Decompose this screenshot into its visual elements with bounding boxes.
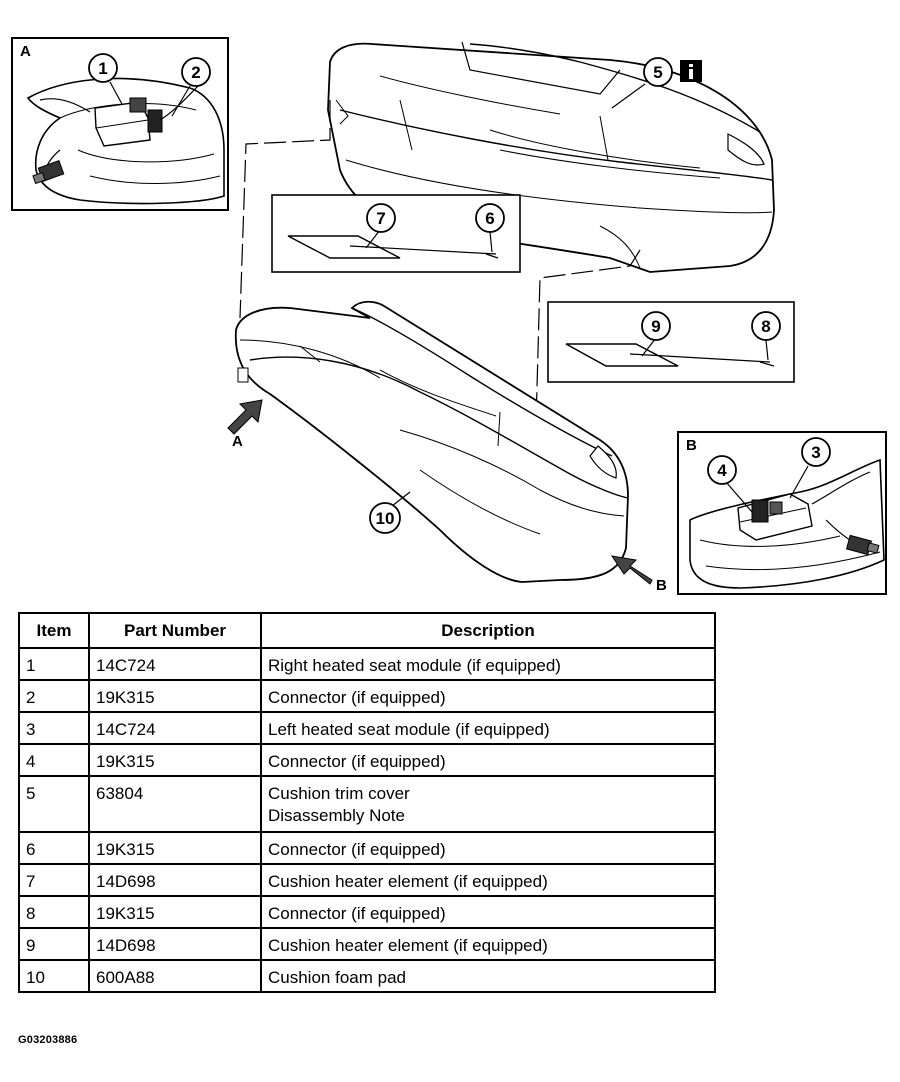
cell-part-number: 600A88 bbox=[88, 959, 262, 993]
description-line: Cushion heater element (if equipped) bbox=[268, 872, 548, 891]
callout-1: 1 bbox=[88, 53, 123, 105]
cell-part-number: 14D698 bbox=[88, 927, 262, 961]
callout-3: 3 bbox=[789, 437, 831, 499]
inset-view-b: B 4 3 bbox=[677, 431, 887, 595]
cell-description: Left heated seat module (if equipped) bbox=[260, 711, 716, 745]
cell-item: 9 bbox=[18, 927, 90, 961]
heated-seat-module-left-drawing bbox=[737, 493, 813, 541]
callout-6: 6 bbox=[475, 203, 505, 253]
cell-item: 6 bbox=[18, 831, 90, 865]
description-line: Connector (if equipped) bbox=[268, 752, 446, 771]
cell-description: Connector (if equipped) bbox=[260, 895, 716, 929]
cell-part-number: 19K315 bbox=[88, 743, 262, 777]
view-arrow-b: B bbox=[610, 555, 667, 594]
cushion-foam-pad-drawing bbox=[234, 300, 629, 583]
svg-text:5: 5 bbox=[653, 63, 662, 82]
description-line: Right heated seat module (if equipped) bbox=[268, 656, 561, 675]
detail-box-heater-element-7: 7 6 bbox=[271, 194, 521, 273]
svg-text:8: 8 bbox=[761, 317, 770, 336]
description-line: Left heated seat module (if equipped) bbox=[268, 720, 550, 739]
column-header-item: Item bbox=[18, 612, 90, 649]
svg-text:7: 7 bbox=[376, 209, 385, 228]
description-line: Cushion trim cover bbox=[268, 784, 410, 803]
svg-text:1: 1 bbox=[98, 59, 107, 78]
cell-item: 1 bbox=[18, 647, 90, 681]
cell-description: Connector (if equipped) bbox=[260, 831, 716, 865]
svg-text:10: 10 bbox=[376, 509, 395, 528]
seat-cushion-exploded-diagram: A 1 2 bbox=[11, 37, 887, 595]
connector-plug-drawing-b bbox=[845, 534, 880, 556]
cell-item: 3 bbox=[18, 711, 90, 745]
column-header-part-number: Part Number bbox=[88, 612, 262, 649]
svg-text:6: 6 bbox=[485, 209, 494, 228]
cell-item: 2 bbox=[18, 679, 90, 713]
svg-text:3: 3 bbox=[811, 443, 820, 462]
cell-part-number: 14C724 bbox=[88, 647, 262, 681]
inset-view-a: A 1 2 bbox=[11, 37, 229, 211]
cell-description: Cushion foam pad bbox=[260, 959, 716, 993]
cell-description: Cushion heater element (if equipped) bbox=[260, 927, 716, 961]
cell-item: 10 bbox=[18, 959, 90, 993]
svg-text:A: A bbox=[232, 433, 243, 450]
cell-part-number: 63804 bbox=[88, 775, 262, 833]
column-header-description: Description bbox=[260, 612, 716, 649]
description-line: Connector (if equipped) bbox=[268, 904, 446, 923]
description-line: Connector (if equipped) bbox=[268, 688, 446, 707]
cell-item: 4 bbox=[18, 743, 90, 777]
description-line: Cushion heater element (if equipped) bbox=[268, 936, 548, 955]
description-line: Cushion foam pad bbox=[268, 968, 406, 987]
description-line: Connector (if equipped) bbox=[268, 840, 446, 859]
svg-text:9: 9 bbox=[651, 317, 660, 336]
callout-5: 5 bbox=[611, 57, 673, 109]
connector-plug-drawing-a bbox=[32, 160, 65, 185]
table-header-row: Item Part Number Description bbox=[18, 612, 716, 649]
cell-item: 5 bbox=[18, 775, 90, 833]
description-line: Disassembly Note bbox=[268, 806, 405, 825]
inset-a-label: A bbox=[20, 43, 31, 60]
callout-2: 2 bbox=[171, 57, 211, 117]
callout-8: 8 bbox=[751, 311, 781, 361]
callout-10: 10 bbox=[369, 491, 411, 534]
cell-part-number: 14D698 bbox=[88, 863, 262, 897]
cell-description: Connector (if equipped) bbox=[260, 743, 716, 777]
cell-item: 7 bbox=[18, 863, 90, 897]
callout-9: 9 bbox=[641, 311, 671, 357]
svg-text:B: B bbox=[656, 577, 667, 594]
cell-part-number: 19K315 bbox=[88, 679, 262, 713]
svg-text:2: 2 bbox=[191, 63, 200, 82]
heated-seat-module-right-drawing bbox=[94, 97, 163, 147]
detail-box-heater-element-9: 9 8 bbox=[547, 301, 795, 383]
svg-text:4: 4 bbox=[717, 461, 727, 480]
inset-b-label: B bbox=[686, 437, 697, 454]
callout-4: 4 bbox=[707, 455, 753, 513]
cell-part-number: 19K315 bbox=[88, 831, 262, 865]
cell-part-number: 19K315 bbox=[88, 895, 262, 929]
view-arrow-a: A bbox=[227, 399, 263, 450]
cell-part-number: 14C724 bbox=[88, 711, 262, 745]
cell-description: Connector (if equipped) bbox=[260, 679, 716, 713]
cell-description: Cushion heater element (if equipped) bbox=[260, 863, 716, 897]
info-icon[interactable] bbox=[680, 60, 702, 82]
cell-item: 8 bbox=[18, 895, 90, 929]
callout-7: 7 bbox=[365, 203, 396, 249]
figure-id: G03203886 bbox=[18, 1034, 78, 1046]
cell-description: Right heated seat module (if equipped) bbox=[260, 647, 716, 681]
